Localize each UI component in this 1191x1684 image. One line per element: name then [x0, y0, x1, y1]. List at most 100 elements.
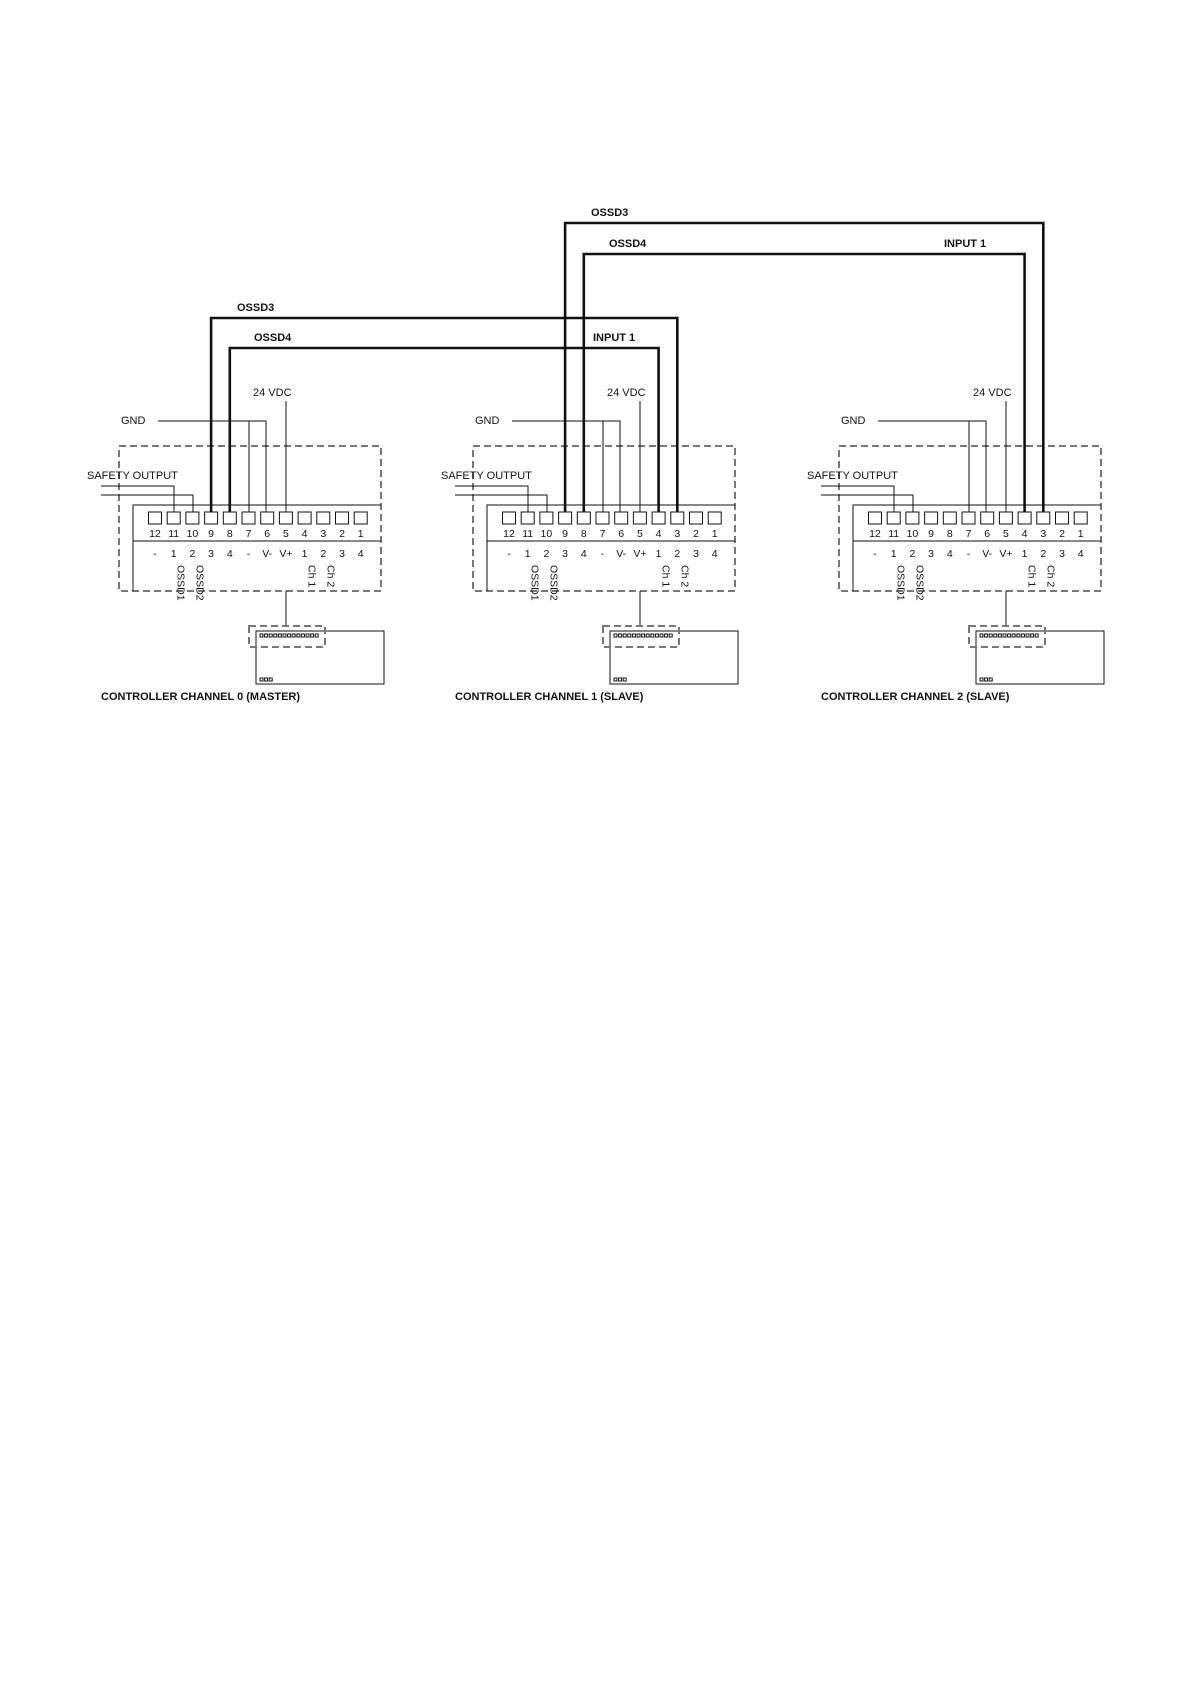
terminal-4 [1017, 511, 1032, 525]
terminal-function: 3 [339, 548, 345, 560]
terminal-number: 12 [149, 528, 161, 540]
module-pin [668, 633, 673, 638]
module-pin [979, 633, 984, 638]
terminal-12 [502, 511, 516, 525]
module-pin [1030, 633, 1035, 638]
ossd3-label: OSSD3 [591, 207, 628, 219]
module-pin [287, 633, 292, 638]
module-pin [636, 633, 641, 638]
module-pin [650, 633, 655, 638]
module-pin [259, 633, 264, 638]
display-module [975, 630, 1105, 685]
group-label-ch2: Ch 2 [678, 565, 690, 587]
display-module [609, 630, 739, 685]
safety-output-wire-1 [101, 485, 175, 512]
terminal-function: V- [262, 548, 272, 560]
terminal-10 [185, 511, 200, 525]
terminal-number: 10 [187, 528, 199, 540]
safety-output-wire-2 [101, 494, 194, 512]
terminal-function: 1 [656, 548, 662, 560]
terminal-function: 1 [171, 548, 177, 560]
module-led [979, 677, 984, 682]
terminal-function: V+ [999, 548, 1012, 560]
vdc-label: 24 VDC [973, 387, 1012, 399]
terminal-1 [707, 511, 722, 525]
module-pin [654, 633, 659, 638]
gnd-wire [158, 420, 267, 512]
group-label-ch1: Ch 1 [660, 565, 672, 587]
module-pin [993, 633, 998, 638]
terminal-number: 8 [581, 528, 587, 540]
terminal-function: - [247, 548, 251, 560]
terminal-1 [353, 511, 368, 525]
terminal-number: 5 [637, 528, 643, 540]
module-pin [1016, 633, 1021, 638]
terminal-function: - [507, 548, 511, 560]
terminal-number: 9 [928, 528, 934, 540]
controller-housing [118, 445, 382, 592]
terminal-number: 4 [302, 528, 308, 540]
safety-output-wire-2 [821, 494, 914, 512]
gnd-label: GND [121, 415, 146, 427]
gnd-label: GND [475, 415, 500, 427]
module-pin [296, 633, 301, 638]
terminal-number: 7 [966, 528, 972, 540]
group-label-ch1: Ch 1 [306, 565, 318, 587]
module-pin [997, 633, 1002, 638]
module-pin [305, 633, 310, 638]
terminal-function: 1 [1022, 548, 1028, 560]
module-led [618, 677, 623, 682]
terminal-9 [204, 511, 219, 525]
module-pin [645, 633, 650, 638]
terminal-1 [1073, 511, 1088, 525]
terminal-number: 1 [712, 528, 718, 540]
module-pin [659, 633, 664, 638]
terminal-function: 3 [928, 548, 934, 560]
module-led [984, 677, 989, 682]
terminal-number: 1 [358, 528, 364, 540]
terminal-number: 8 [227, 528, 233, 540]
terminal-11 [520, 511, 535, 525]
terminal-function: - [153, 548, 157, 560]
group-label-ossd2: OSSD2 [913, 565, 925, 601]
ossd4-wire-slave1-to-slave2 [582, 252, 1026, 512]
controller-title: CONTROLLER CHANNEL 0 (MASTER) [101, 691, 300, 703]
safety-output-label: SAFETY OUTPUT [441, 470, 532, 482]
safety-output-label: SAFETY OUTPUT [87, 470, 178, 482]
module-pin [264, 633, 269, 638]
terminal-block-outline [132, 504, 381, 591]
terminal-block-outline [486, 504, 735, 591]
terminal-number: 6 [618, 528, 624, 540]
module-pin [314, 633, 319, 638]
terminal-function: 2 [543, 548, 549, 560]
terminal-12 [148, 511, 162, 525]
module-pin [618, 633, 623, 638]
vdc-label: 24 VDC [253, 387, 292, 399]
terminal-function: 4 [581, 548, 587, 560]
terminal-number: 3 [1040, 528, 1046, 540]
terminal-12 [868, 511, 882, 525]
module-pin [1007, 633, 1012, 638]
terminal-7 [595, 511, 610, 525]
terminal-function: 4 [358, 548, 364, 560]
terminal-function: V+ [633, 548, 646, 560]
module-led [268, 677, 273, 682]
module-pin [627, 633, 632, 638]
ossd3-wire-slave1-to-slave2 [563, 221, 1045, 512]
terminal-number: 11 [888, 528, 899, 540]
terminal-number: 9 [208, 528, 214, 540]
vdc-label: 24 VDC [607, 387, 646, 399]
terminal-function: 4 [1078, 548, 1084, 560]
terminal-number: 2 [339, 528, 345, 540]
terminal-function: 2 [1040, 548, 1046, 560]
terminal-function: - [967, 548, 971, 560]
ossd3-wire-master-to-slave1 [209, 316, 679, 512]
terminal-number: 6 [264, 528, 270, 540]
terminal-function: 4 [712, 548, 718, 560]
terminal-number: 2 [693, 528, 699, 540]
terminal-function: 1 [302, 548, 308, 560]
terminal-6 [614, 511, 629, 525]
module-led [622, 677, 627, 682]
